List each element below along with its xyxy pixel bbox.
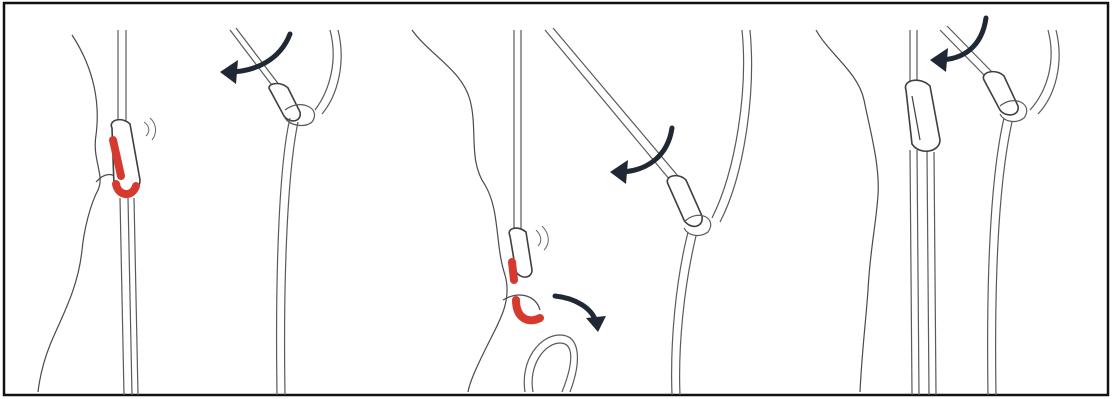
- rope-right: [996, 122, 1012, 395]
- rock-face: [38, 35, 100, 392]
- arrow-head: [220, 60, 238, 84]
- rock-face: [412, 30, 507, 392]
- panel-1: [38, 28, 341, 395]
- danger-mark: [512, 262, 514, 280]
- motion-line: [144, 122, 149, 136]
- rope-right-upper: [720, 30, 752, 222]
- arrow-head: [610, 160, 628, 184]
- sling: [545, 30, 670, 180]
- rope-right-upper: [712, 30, 744, 218]
- carabiner: [269, 84, 300, 121]
- rope-right: [277, 118, 290, 395]
- carabiner: [667, 176, 702, 227]
- motion-line: [536, 230, 541, 246]
- rope-lower: [934, 152, 936, 395]
- motion-line: [150, 118, 156, 140]
- arrow-head: [586, 316, 606, 332]
- rope-lower: [917, 150, 919, 395]
- rope-right: [285, 122, 298, 395]
- arrow-head: [930, 48, 948, 72]
- rope-falling-loop: [532, 343, 571, 392]
- rope-lower: [910, 150, 912, 395]
- rock-face: [816, 30, 878, 392]
- rock-ledge: [503, 295, 540, 310]
- motion-line: [542, 226, 548, 250]
- rope-right-upper: [315, 30, 333, 110]
- panel-3: [816, 18, 1059, 395]
- rope-lower: [927, 152, 929, 395]
- rope-lower: [134, 198, 138, 395]
- rope-lower: [128, 198, 132, 395]
- rope-right-upper: [1030, 30, 1051, 110]
- panel-2: [412, 28, 752, 395]
- carabiner: [905, 80, 940, 151]
- rope-lower: [120, 198, 124, 395]
- carabiner: [983, 72, 1018, 115]
